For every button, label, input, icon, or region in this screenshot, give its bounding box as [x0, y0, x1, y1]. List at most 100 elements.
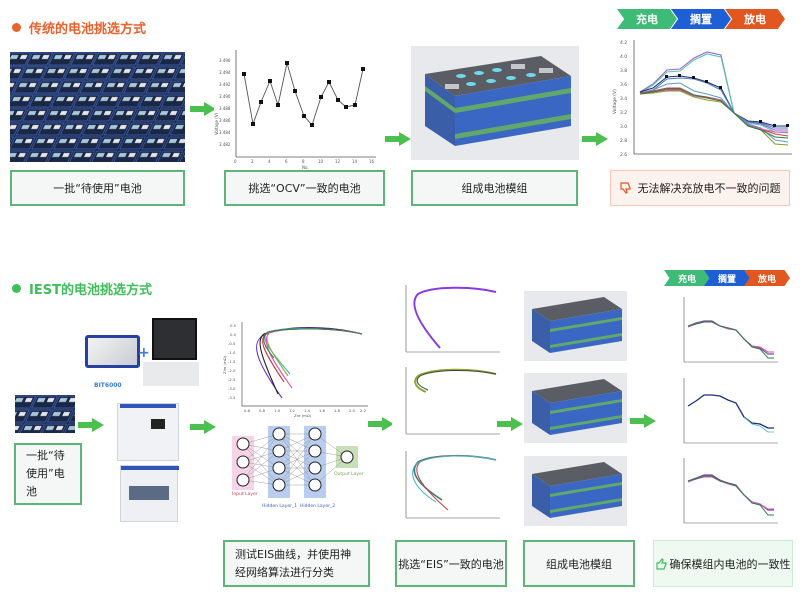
svg-text:1.0: 1.0 [274, 408, 281, 413]
step-box-select-eis: 挑选“EIS”一致的电池 [395, 540, 507, 587]
svg-text:Voltage (V): Voltage (V) [214, 112, 219, 135]
svg-text:-1.5: -1.5 [228, 359, 236, 364]
test-fixture-image [152, 318, 197, 360]
svg-text:4.0: 4.0 [620, 54, 627, 60]
battery-cells-photo-small [15, 395, 75, 433]
battery-module-photo-1 [524, 291, 627, 361]
svg-text:0.6: 0.6 [244, 408, 251, 413]
svg-text:Zim (mΩ): Zim (mΩ) [222, 355, 227, 374]
battery-module-illustration [532, 379, 622, 435]
sorting-machine-image [120, 465, 179, 522]
svg-text:12: 12 [335, 159, 341, 164]
svg-text:1.2: 1.2 [289, 408, 296, 413]
step-box-eis-nn: 测试EIS曲线，并使用神经网络算法进行分类 [223, 540, 370, 587]
arrow-right-icon [190, 420, 216, 434]
battery-cells-photo [10, 52, 185, 162]
eis-group-plot-3 [405, 451, 500, 519]
svg-text:3.8: 3.8 [620, 68, 627, 74]
iest-voltage-chart-2 [670, 375, 782, 451]
arrow-right-icon [497, 417, 523, 431]
svg-text:2: 2 [251, 159, 254, 164]
svg-text:3.2: 3.2 [620, 110, 627, 116]
svg-text:3.486: 3.486 [219, 118, 231, 123]
phase-tag-discharge: 放电 [725, 9, 785, 29]
iest-voltage-chart-1 [670, 294, 782, 370]
svg-text:0: 0 [234, 159, 237, 164]
section-title-traditional: 传统的电池挑选方式 [12, 18, 146, 37]
battery-module-photo-2 [524, 373, 627, 443]
battery-module-illustration [532, 297, 622, 353]
svg-text:No.: No. [302, 165, 309, 170]
svg-text:2.0: 2.0 [349, 408, 356, 413]
svg-text:0.8: 0.8 [259, 408, 266, 413]
battery-module-photo [411, 46, 579, 160]
eis-group-chart-1 [392, 282, 504, 362]
svg-text:-1.0: -1.0 [228, 350, 236, 355]
step-box-module: 组成电池模组 [411, 170, 578, 206]
svg-text:3.490: 3.490 [219, 94, 231, 99]
arrow-right-icon [368, 417, 394, 431]
svg-text:1.6: 1.6 [319, 408, 326, 413]
svg-text:14: 14 [352, 159, 358, 164]
traditional-voltage-line-chart: 4.24.03.83.63.4 3.23.02.82.6 Voltage (V) [612, 40, 792, 158]
svg-text:-3.0: -3.0 [228, 386, 236, 391]
svg-text:3.484: 3.484 [219, 130, 231, 135]
svg-text:0.0: 0.0 [230, 332, 237, 337]
thumbs-down-icon [619, 182, 631, 194]
eis-group-chart-2 [392, 364, 504, 444]
svg-text:10: 10 [318, 159, 324, 164]
nn-output-layer-label: Output Layer [334, 472, 364, 477]
step-box-cells-iest: 一批“待使用”电池 [14, 443, 82, 505]
section-title-iest: IEST的电池挑选方式 [12, 279, 152, 298]
step-box-problem: 无法解决充放电不一致的问题 [610, 170, 790, 206]
bullet-dot-icon [12, 284, 21, 293]
svg-text:2.8: 2.8 [620, 138, 627, 144]
iest-voltage-plot-1 [683, 297, 778, 363]
battery-cells-illustration [15, 395, 75, 433]
svg-text:8: 8 [302, 159, 305, 164]
arrow-right-icon [78, 418, 104, 432]
svg-text:-0.5: -0.5 [228, 341, 236, 346]
phase-tag-rest: 搁置 [671, 9, 731, 29]
eis-group-plot-2 [405, 367, 500, 435]
phase-tag-bar-iest: 充电 搁置 放电 [664, 270, 796, 286]
iest-voltage-chart-3 [670, 455, 782, 531]
svg-text:16: 16 [369, 159, 375, 164]
svg-text:3.494: 3.494 [219, 70, 231, 75]
step-box-cells: 一批“待使用”电池 [10, 170, 185, 206]
svg-text:4: 4 [268, 159, 271, 164]
eis-group-plot-1 [405, 285, 500, 353]
svg-text:3.0: 3.0 [620, 124, 627, 130]
neural-network-diagram: Input Layer Hidden Layer_1 Hidden Layer_… [228, 420, 368, 512]
battery-cells-illustration [10, 52, 185, 162]
phase-tag-discharge: 放电 [744, 270, 790, 286]
equipment-label: BIT6000 [94, 382, 122, 389]
svg-text:-2.5: -2.5 [228, 377, 236, 382]
neural-network-illustration [232, 426, 358, 498]
arrow-right-icon [630, 414, 656, 428]
phase-tag-rest: 搁置 [704, 270, 750, 286]
svg-text:3.496: 3.496 [219, 58, 231, 63]
fixture-rig-image [143, 362, 199, 386]
plus-icon: + [138, 345, 150, 361]
svg-text:3.488: 3.488 [219, 106, 231, 111]
selection-machine-image [117, 403, 179, 461]
ocv-line-chart: 3.496 3.494 3.492 3.490 3.488 3.486 3.484 3.48… [214, 50, 376, 170]
svg-text:1.4: 1.4 [304, 408, 311, 413]
svg-text:3.482: 3.482 [219, 142, 231, 147]
svg-text:-2.0: -2.0 [228, 368, 236, 373]
bit6000-device-image [85, 335, 140, 368]
iest-voltage-plot-2 [683, 378, 778, 444]
svg-text:Voltage (V): Voltage (V) [612, 89, 618, 114]
thumbs-up-icon [655, 557, 667, 570]
nn-input-layer-label: Input Layer [232, 492, 258, 497]
arrow-right-icon [582, 132, 608, 146]
arrow-right-icon [190, 102, 216, 116]
svg-text:Zre (mΩ): Zre (mΩ) [294, 413, 312, 418]
svg-text:3.492: 3.492 [219, 82, 231, 87]
svg-text:6: 6 [285, 159, 288, 164]
battery-module-photo-3 [524, 456, 627, 526]
